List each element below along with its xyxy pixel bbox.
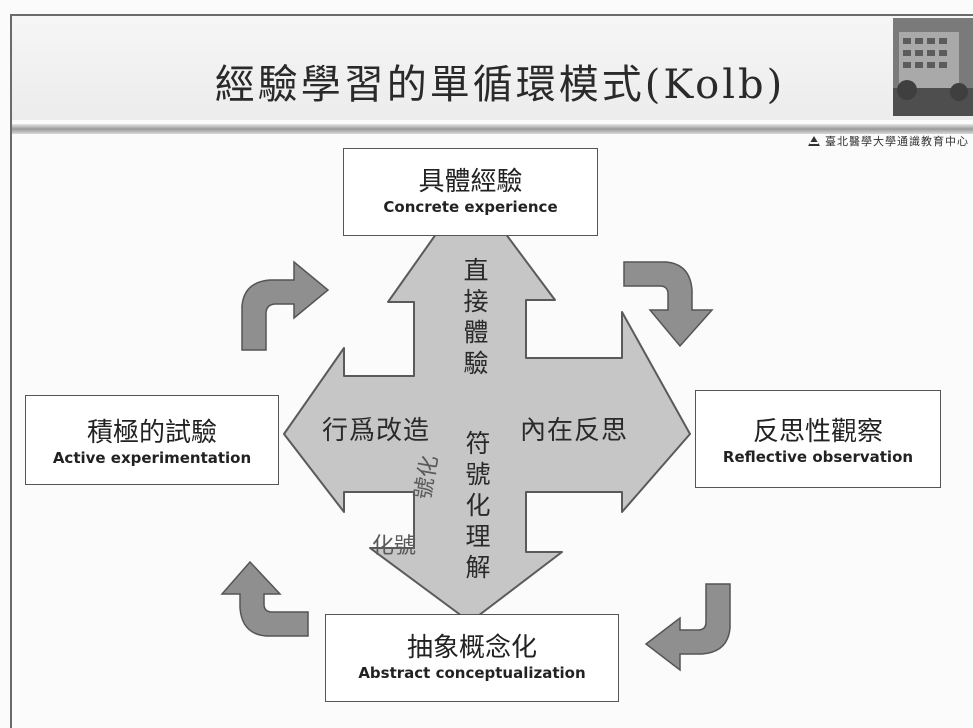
curved-arrow-top-right	[623, 261, 714, 348]
arrow-label-left: 行爲改造	[322, 416, 431, 446]
box-top-zh: 具體經驗	[418, 167, 523, 197]
box-right-en: Reflective observation	[722, 448, 914, 466]
arrow-label-bottom: 符號化理解	[465, 429, 491, 582]
title-band	[12, 16, 973, 120]
box-top-en: Concrete experience	[383, 198, 558, 216]
box-abstract-conceptualization: 抽象概念化 Abstract conceptualization	[325, 614, 619, 702]
slide-title: 經驗學習的單循環模式(Kolb)	[214, 62, 786, 108]
title-rule	[12, 124, 973, 134]
box-concrete-experience: 具體經驗 Concrete experience	[343, 148, 598, 236]
school-logo-icon	[808, 136, 820, 146]
campus-photo	[893, 18, 973, 116]
arrow-label-right: 內在反思	[520, 416, 629, 446]
box-bottom-zh: 抽象概念化	[406, 633, 537, 663]
building-photo-icon	[893, 18, 973, 116]
curved-arrow-bottom-left	[220, 560, 309, 637]
box-left-en: Active experimentation	[52, 449, 252, 467]
slide-border	[10, 14, 973, 728]
curved-arrow-bottom-right	[644, 583, 731, 672]
school-name: 臺北醫學大學通識教育中心	[825, 135, 969, 148]
box-right-zh: 反思性觀察	[752, 417, 883, 447]
curved-arrow-top-left	[241, 260, 330, 351]
school-caption: 臺北醫學大學通識教育中心	[807, 133, 969, 149]
box-active-experimentation: 積極的試驗 Active experimentation	[25, 395, 279, 485]
ghost-text-lower: 化號	[372, 534, 417, 559]
arrow-label-top: 直接體驗	[463, 256, 489, 378]
box-bottom-en: Abstract conceptualization	[358, 664, 586, 682]
box-left-zh: 積極的試驗	[86, 418, 217, 448]
box-reflective-observation: 反思性觀察 Reflective observation	[695, 390, 941, 488]
